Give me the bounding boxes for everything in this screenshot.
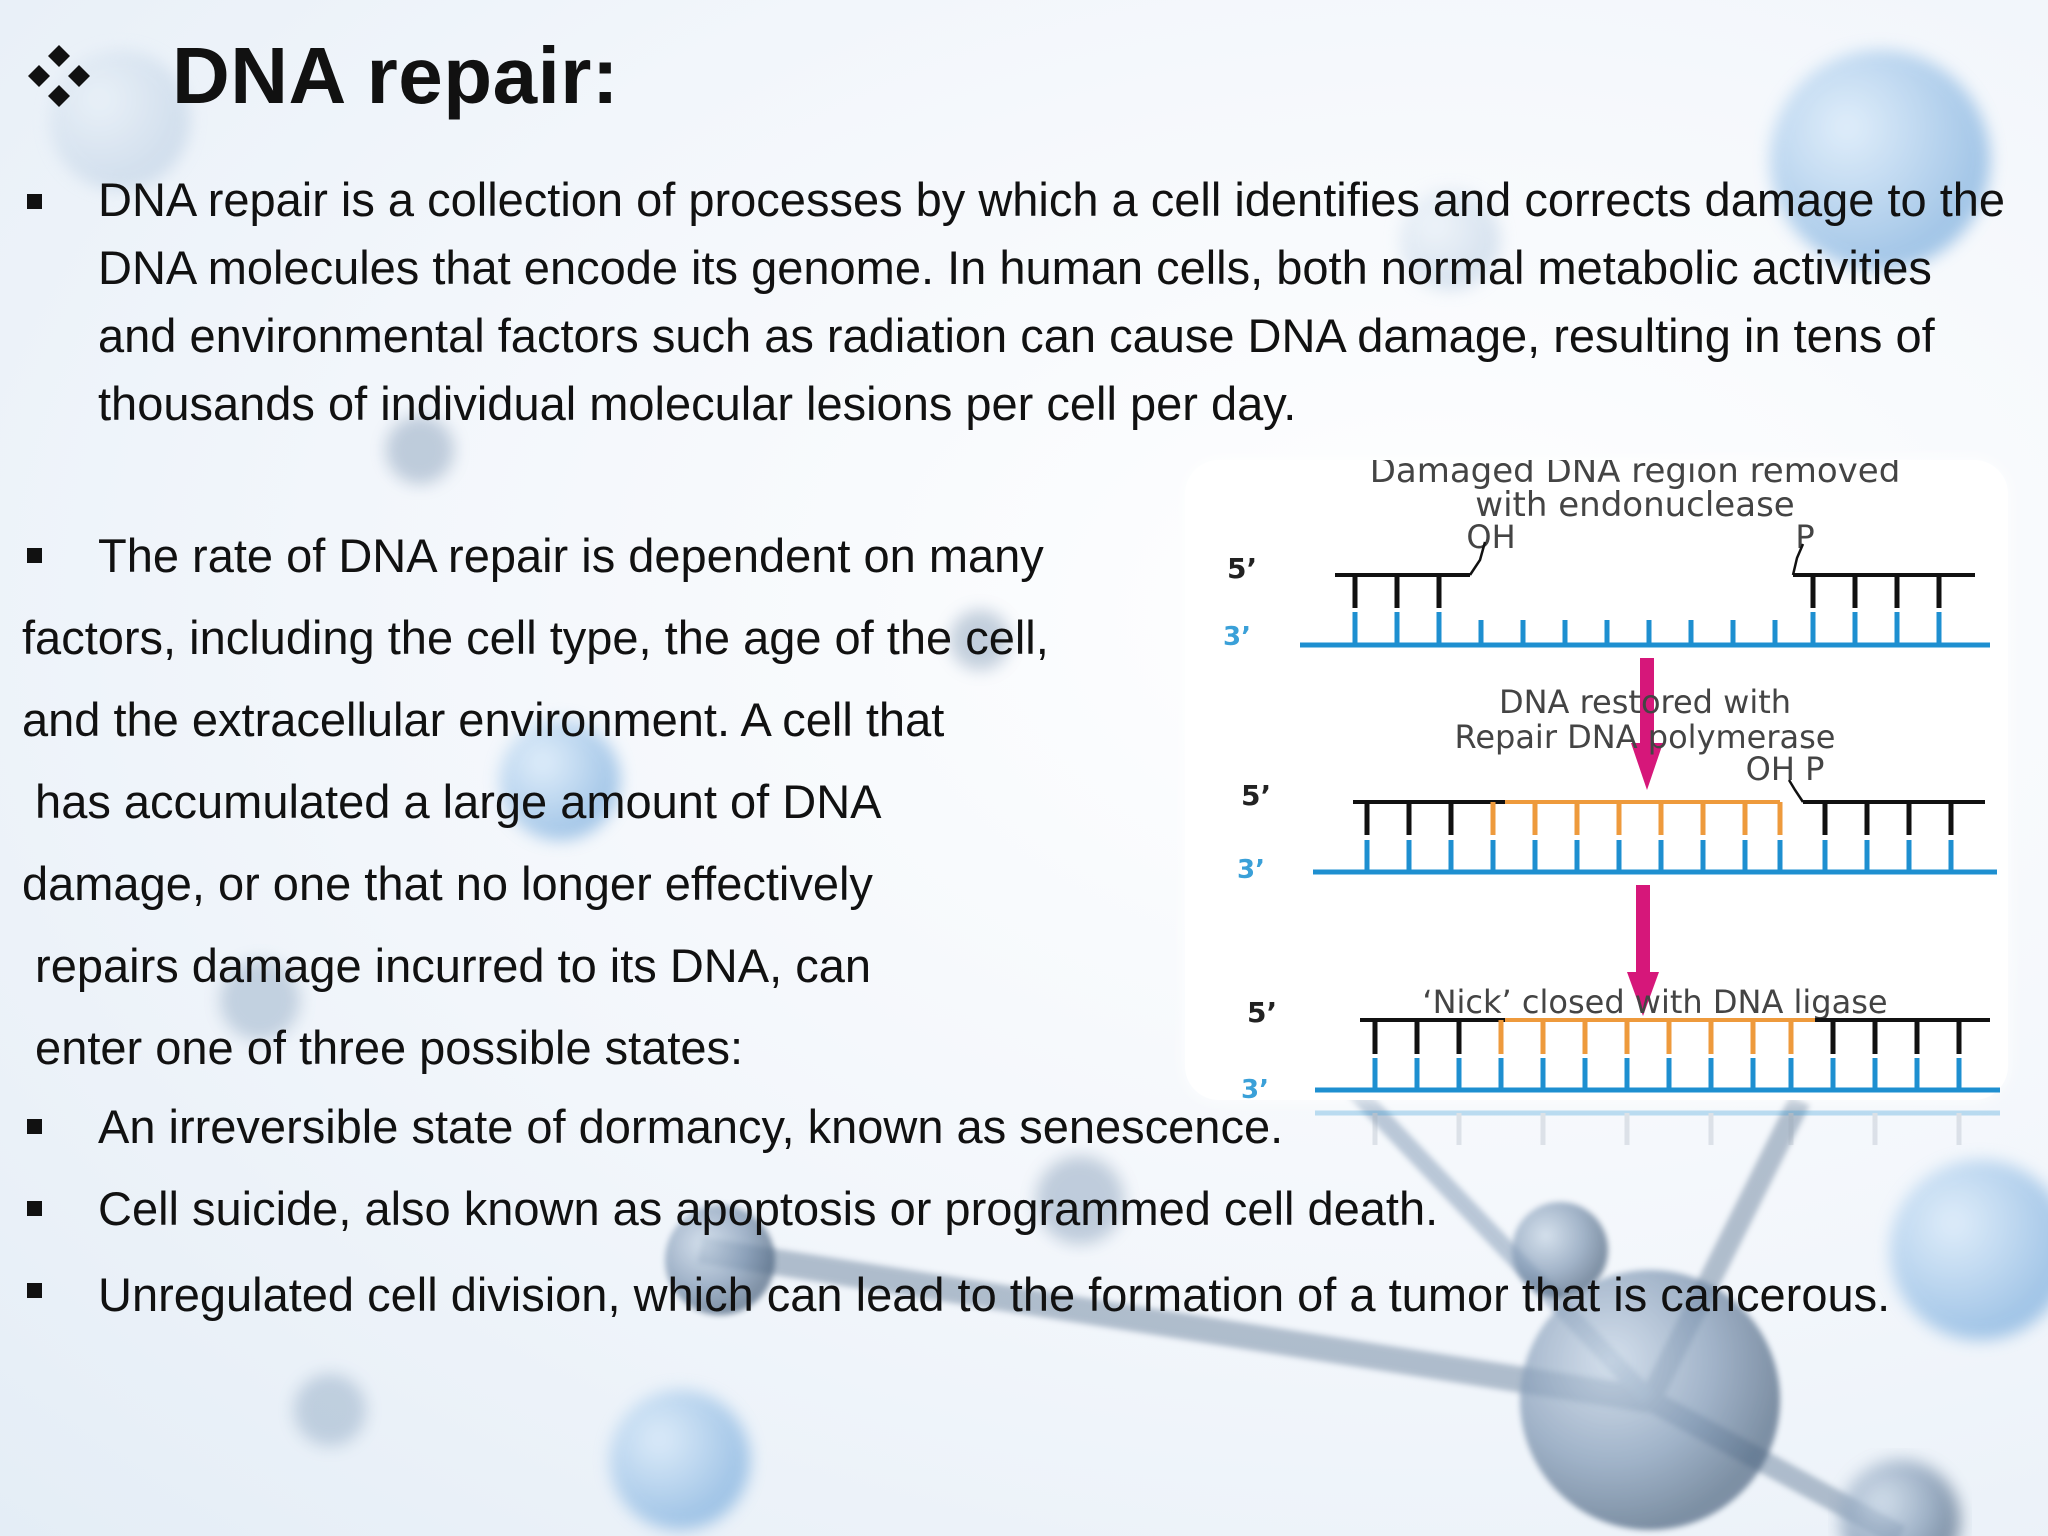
step-2-label-line-1: DNA restored with (1499, 683, 1791, 721)
bullet-marker (27, 1119, 42, 1134)
state-senescence: An irreversible state of dormancy, known… (98, 1100, 1284, 1153)
bullet-marker (27, 1201, 42, 1216)
p-label: P (1795, 518, 1814, 556)
title-row: DNA repair: (24, 30, 619, 122)
bullet-marker (27, 548, 42, 563)
state-apoptosis: Cell suicide, also known as apoptosis or… (98, 1182, 1439, 1235)
step-3-label: ‘Nick’ closed with DNA ligase (1422, 983, 1887, 1021)
oh-p-label: OH P (1746, 750, 1825, 788)
dna-repair-diagram: Damaged DNA region removed with endonucl… (1185, 451, 2008, 1105)
damaged-dna-strand (1300, 541, 1990, 648)
five-prime-label: 5’ (1227, 552, 1257, 585)
step-1-label-line-2: with endonuclease (1475, 485, 1794, 525)
step-arrow-icon (1627, 885, 1659, 1016)
paragraph-line: has accumulated a large amount of DNA (22, 775, 882, 828)
slide-title: DNA repair: (172, 31, 620, 120)
bullet-marker (27, 194, 42, 209)
oh-label: OH (1466, 518, 1515, 556)
bullet-marker (27, 1283, 42, 1298)
bullet-repair-rate: The rate of DNA repair is dependent on m… (98, 529, 1044, 582)
paragraph-line: damage, or one that no longer effectivel… (22, 857, 873, 910)
ligated-dna-strand (1315, 1018, 2000, 1093)
paragraph-line: repairs damage incurred to its DNA, can (22, 939, 871, 992)
step-2-label-line-2: Repair DNA polymerase (1455, 718, 1836, 756)
restored-dna-strand (1313, 779, 1997, 875)
paragraph-line: and the extracellular environment. A cel… (22, 693, 945, 746)
diamond-bullet-icon (28, 45, 90, 107)
three-prime-label: 3’ (1223, 622, 1251, 652)
diagram-reflection (1185, 1105, 2008, 1215)
five-prime-label: 5’ (1241, 779, 1271, 812)
paragraph-line: enter one of three possible states: (22, 1021, 744, 1074)
paragraph-line: factors, including the cell type, the ag… (22, 611, 1049, 664)
step-arrow-icon (1631, 658, 1663, 790)
five-prime-label: 5’ (1247, 996, 1277, 1029)
bullet-dna-repair-definition: DNA repair is a collection of processes … (98, 173, 2006, 430)
dna-repair-diagram-svg: Damaged DNA region removed with endonucl… (1223, 451, 2000, 1105)
state-unregulated-division: Unregulated cell division, which can lea… (98, 1268, 1891, 1321)
three-prime-label: 3’ (1237, 855, 1265, 885)
